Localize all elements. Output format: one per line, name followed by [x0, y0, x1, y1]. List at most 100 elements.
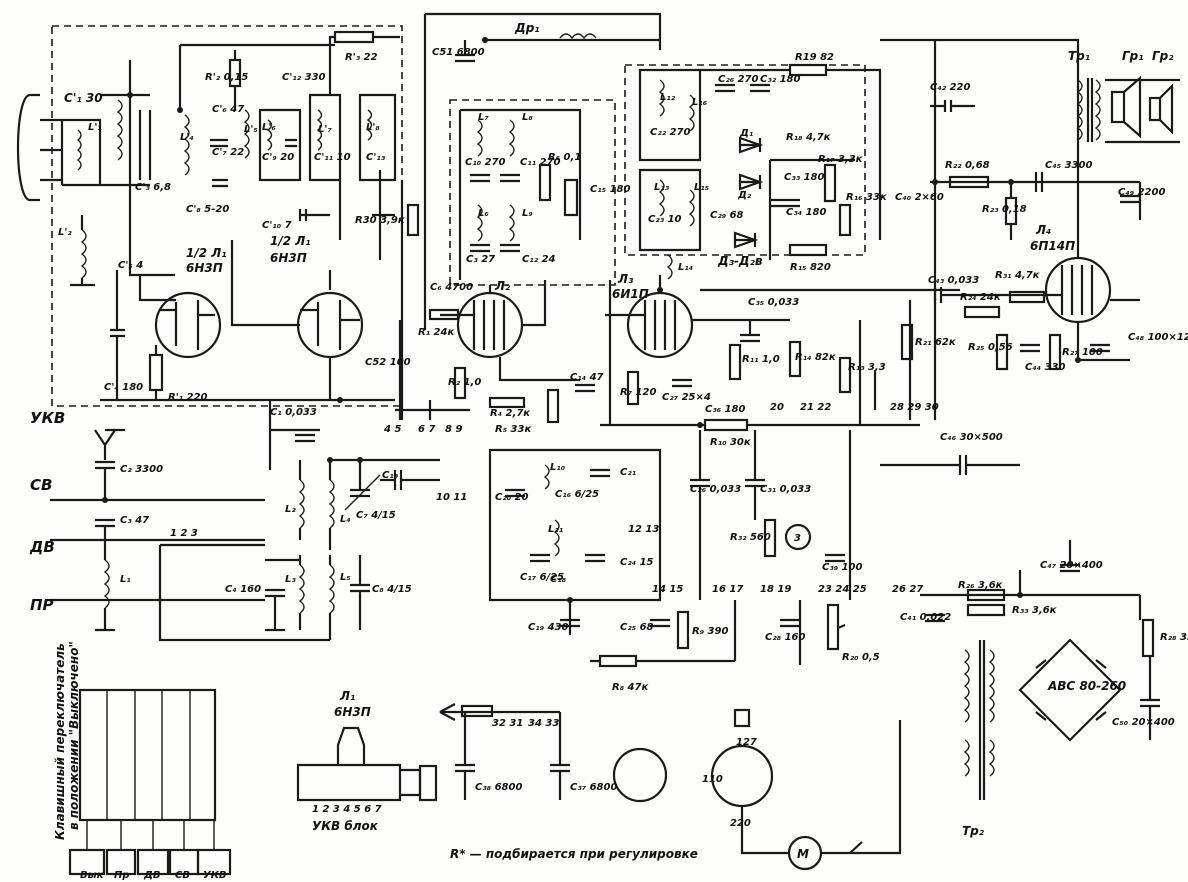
label-c7-prime: C'₇ 22 [212, 147, 244, 158]
tube-l1b [296, 291, 364, 359]
label-r32: R₃₂ 560 [730, 532, 771, 543]
label-l10: L₁₀ [550, 462, 566, 473]
am-input-section [50, 400, 440, 642]
key-off-label: Вык [80, 870, 104, 881]
label-v110: 110 [702, 774, 723, 785]
label-r17: R₁₇ 3,3к [818, 154, 863, 165]
resistor-r10 [703, 418, 749, 432]
if-filter-border [449, 99, 616, 286]
label-tube-l1a-type: 6Н3П [186, 261, 223, 275]
transformer-tr1 [1076, 79, 1083, 141]
label-gr1: Гр₁ [1122, 49, 1144, 63]
label-c11: C₁₁ 270 [520, 157, 560, 168]
label-r26: R₂₆ 3,6к [958, 580, 1003, 591]
choke-dr1 [559, 33, 597, 40]
key-sv-label: СВ [175, 870, 190, 881]
pins-14-15: 14 15 [652, 584, 683, 595]
switch-frame [78, 688, 217, 822]
label-c50: C₅₀ 20×400 [1112, 717, 1175, 728]
tube-l3 [626, 291, 694, 359]
capacitor-c4 [265, 588, 285, 598]
label-c16: C₁₆ 6/25 [555, 489, 599, 500]
band-label-sv: СВ [30, 476, 52, 494]
label-c29: C₂₉ 68 [710, 210, 744, 221]
label-tube-l2: Л₂ [494, 279, 511, 293]
label-c1-0033: C₁ 0,033 [270, 407, 317, 418]
label-l8-prime: L'₈ [366, 122, 380, 133]
resistor-r31 [1008, 290, 1046, 304]
label-c20-am: C₂₀ 20 [495, 492, 529, 503]
inductor-l6-prime [266, 119, 273, 151]
speaker-gr1 [1110, 90, 1126, 124]
label-l6: L₆ [478, 208, 489, 219]
label-l2-prime: L'₂ [58, 227, 72, 238]
detector-border [624, 64, 866, 256]
inductor-l11 [553, 519, 560, 557]
pins-26-27: 26 27 [892, 584, 923, 595]
label-l16: L₁₆ [692, 97, 708, 108]
capacitor-c4-prime [110, 270, 125, 400]
label-tube-l4: Л₄ [1035, 223, 1051, 237]
ukv-block [16, 25, 404, 420]
label-c48: C₄₈ 100×12 [1128, 332, 1188, 343]
label-c19: C₁₉ 430 [528, 622, 568, 633]
resistor-r13 [838, 356, 852, 394]
label-c40: C₄₀ 2×60 [895, 192, 944, 203]
label-l6-prime: L'₆ [262, 122, 276, 133]
capacitor-c39 [825, 553, 845, 563]
label-l1-am: L₁ [120, 574, 131, 585]
capacitor-c13 [380, 470, 440, 490]
label-r33: R₃₃ 3,6к [1012, 605, 1057, 616]
if-section [395, 12, 662, 424]
label-c4-am: C₄ 160 [225, 584, 261, 595]
inductor-l5 [328, 564, 335, 614]
label-c32: C₃₂ 180 [760, 74, 800, 85]
capacitor-c50 [1140, 656, 1160, 740]
band-label-pr: ПР [30, 596, 54, 614]
label-c8-am: C₈ 4/15 [372, 584, 412, 595]
label-r10: R₁₀ 30к [710, 437, 751, 448]
pins-18-19: 18 19 [760, 584, 791, 595]
capacitor-c8 [350, 555, 370, 630]
inductor-l6 [476, 204, 483, 242]
label-c13-prime: C'₁₃ [366, 152, 386, 163]
inductor-l10 [543, 464, 550, 490]
band-label-ukv: УКВ [30, 409, 65, 427]
label-r3-prime: R'₃ 22 [345, 52, 378, 63]
ukv-unit-tube-label: Л₁ [339, 689, 355, 703]
label-c37: C₃₇ 6800 [570, 782, 617, 793]
junction-dots [102, 37, 1081, 603]
label-c3-prime: C'₃ 6,8 [135, 182, 171, 193]
resistor-r14 [788, 340, 802, 378]
diode-d1 [738, 136, 764, 154]
label-c8-prime: C'₈ 5-20 [186, 204, 229, 215]
am-antenna [94, 428, 125, 460]
label-r24: R₂₄ 24к [960, 292, 1001, 303]
label-c25: C₂₅ 68 [620, 622, 654, 633]
label-r8: R₈ 47к [612, 682, 648, 693]
resistor-r24 [963, 305, 1001, 319]
label-c3: C₃ 27 [466, 254, 495, 265]
label-r15: R₁₅ 820 [790, 262, 831, 273]
label-r19: R19 82 [795, 52, 834, 63]
label-c14: C₁₄ 47 [570, 372, 604, 383]
label-r2: R₂ 1,0 [448, 377, 481, 388]
label-c36: C₃₆ 180 [705, 404, 745, 415]
capacitor-c15-box [563, 178, 579, 217]
label-c44: C₄₄ 330 [1025, 362, 1065, 373]
label-l7-prime: L'₇ [318, 124, 332, 135]
label-pins-34-33: 34 33 [528, 718, 559, 729]
capacitor-c26 [690, 430, 710, 600]
label-tube-l1b-type: 6Н3П [270, 251, 307, 265]
rectifier-bridge [1018, 638, 1122, 742]
label-r11: R₁₁ 1,0 [742, 354, 780, 365]
label-l15: L₁₅ [694, 182, 709, 193]
label-c24: C₂₄ 15 [620, 557, 654, 568]
label-c11-prime: C'₁₁ 10 [314, 152, 351, 163]
label-c10: C₁₀ 270 [465, 157, 505, 168]
label-r1-prime: R'₁ 220 [168, 392, 208, 403]
capacitor-c42 [930, 100, 975, 112]
label-v127: 127 [736, 737, 757, 748]
label-d1: Д₁ [739, 128, 753, 139]
potentiometer-r20 [826, 603, 840, 651]
